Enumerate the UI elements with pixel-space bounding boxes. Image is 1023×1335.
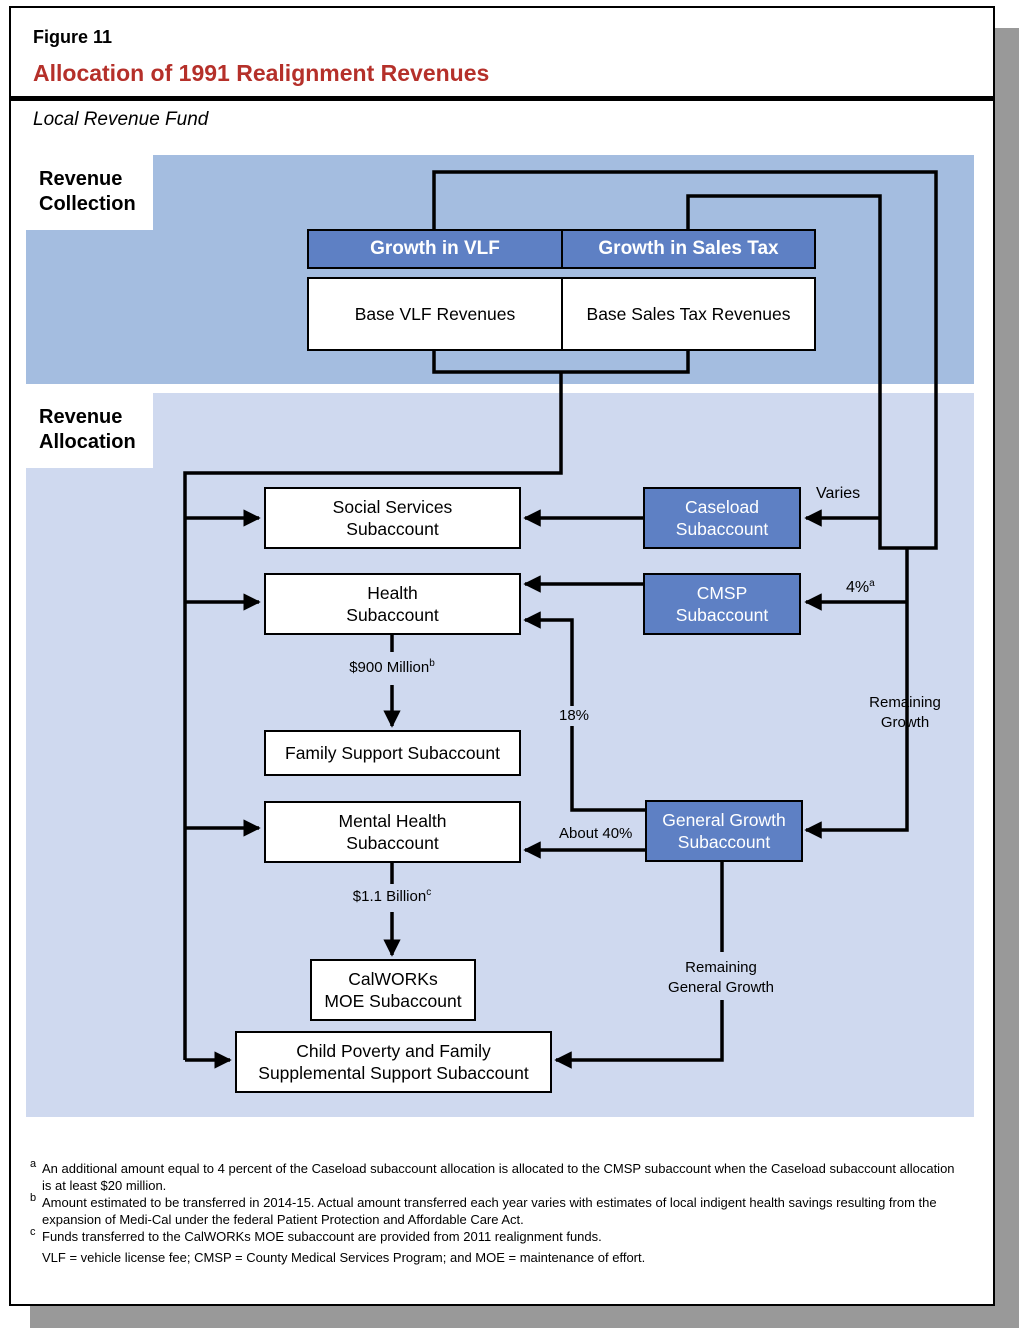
health-box: Health Subaccount xyxy=(264,573,521,635)
abbreviations-note: VLF = vehicle license fee; CMSP = County… xyxy=(42,1250,646,1265)
revenue-allocation-label: Revenue Allocation xyxy=(26,393,153,468)
remaining-growth-label: Remaining Growth xyxy=(869,694,941,731)
growth-sales-tax-box: Growth in Sales Tax xyxy=(561,229,816,269)
remaining-general-growth-label: Remaining General Growth xyxy=(655,958,787,998)
base-revenues-connector xyxy=(432,350,690,374)
nine-hundred-million-label: $900 Millionb xyxy=(342,658,442,678)
caseload-box: Caseload Subaccount xyxy=(643,487,801,549)
mental-health-box: Mental Health Subaccount xyxy=(264,801,521,863)
base-sales-tax-box: Base Sales Tax Revenues xyxy=(561,277,816,351)
cmsp-box: CMSP Subaccount xyxy=(643,573,801,635)
growth-vlf-box: Growth in VLF xyxy=(307,229,563,269)
one-point-one-billion-label: $1.1 Billionc xyxy=(342,887,442,907)
child-poverty-box: Child Poverty and Family Supplemental Su… xyxy=(235,1031,552,1093)
title-rule xyxy=(9,96,995,101)
revenue-collection-label: Revenue Collection xyxy=(26,155,153,230)
base-vlf-box: Base VLF Revenues xyxy=(307,277,563,351)
general-growth-down xyxy=(556,860,724,1060)
figure-label: Figure 11 xyxy=(33,27,113,47)
right-trunk xyxy=(804,548,909,839)
calworks-box: CalWORKs MOE Subaccount xyxy=(310,959,476,1021)
varies-label: Varies xyxy=(816,485,861,502)
base-to-spine-connector xyxy=(183,372,563,1060)
general-growth-box: General Growth Subaccount xyxy=(645,800,803,862)
family-support-box: Family Support Subaccount xyxy=(264,730,521,776)
figure-title: Allocation of 1991 Realignment Revenues xyxy=(33,60,490,86)
figure-subtitle: Local Revenue Fund xyxy=(33,109,209,130)
about-forty-percent-label: About 40% xyxy=(559,825,633,842)
four-percent-label: 4%a xyxy=(846,578,875,597)
social-services-box: Social Services Subaccount xyxy=(264,487,521,549)
eighteen-percent-label: 18% xyxy=(557,706,592,726)
